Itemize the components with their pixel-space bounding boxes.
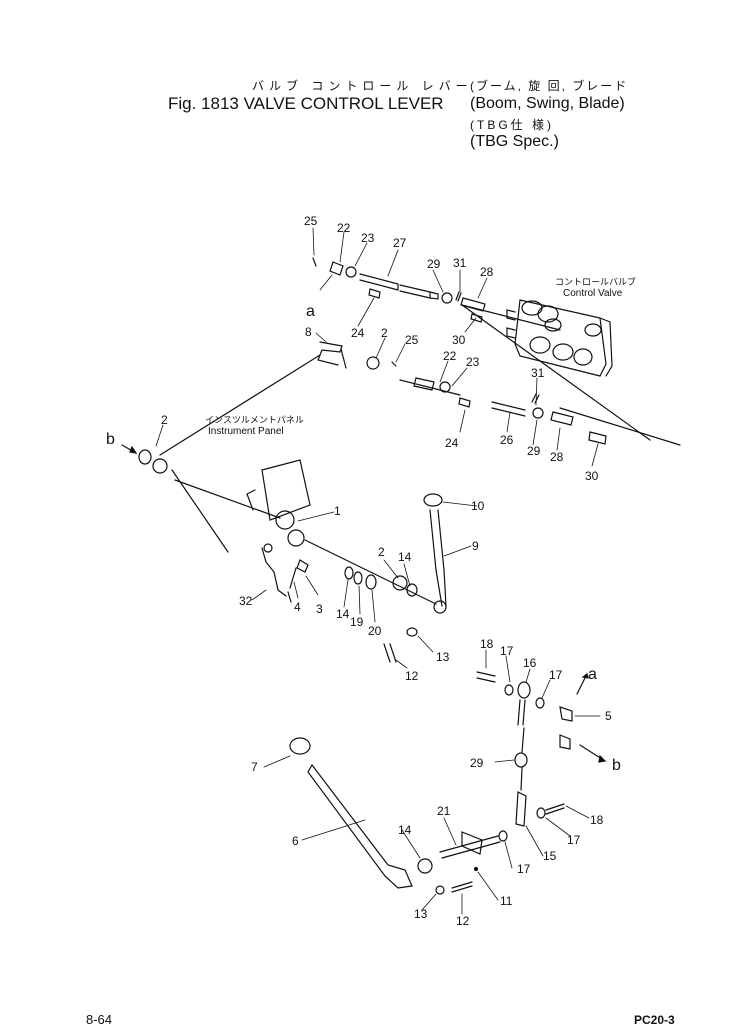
part-label: 13: [436, 650, 450, 664]
en-subtitle-1: (Boom, Swing, Blade): [470, 95, 625, 112]
left-bushing-group: [121, 444, 168, 474]
lever-handle-group: [289, 493, 447, 663]
part-label: 18: [480, 637, 494, 651]
part-number-labels: 25 22 23 27 29 31 28 a 24 30 8 2 25 22 2…: [106, 214, 621, 928]
part-label: 27: [393, 236, 407, 250]
part-label: 18: [590, 813, 604, 827]
part-label: 28: [550, 450, 564, 464]
arrow-label-a: a: [306, 303, 315, 320]
part-label: 28: [480, 265, 494, 279]
part-label: 12: [405, 669, 419, 683]
part-label: 19: [350, 615, 364, 629]
instrument-panel-bracket: [171, 459, 311, 603]
part-label: 17: [567, 833, 581, 847]
part-label: 17: [549, 668, 563, 682]
model-code: PC20-3: [634, 1013, 675, 1027]
upper-linkage-group: [312, 257, 651, 441]
arrow-label-b: b: [612, 757, 621, 774]
part-label: 7: [251, 760, 258, 774]
jp-subtitle-1: (ブーム, 旋 回, ブレード: [470, 79, 629, 93]
control-valve-en-label: Control Valve: [563, 288, 623, 299]
part-label: 12: [456, 914, 470, 928]
part-label: 30: [452, 333, 466, 347]
part-label: 2: [378, 545, 385, 559]
part-label: 14: [336, 607, 350, 621]
part-label: 4: [294, 600, 301, 614]
part-label: 14: [398, 550, 412, 564]
lower-lever-group: [289, 737, 508, 895]
part-label: 29: [427, 257, 441, 271]
part-label: 30: [585, 469, 599, 483]
part-label: 17: [500, 644, 514, 658]
part-label: 32: [239, 594, 253, 608]
part-label: 8: [305, 325, 312, 339]
part-label: 1: [334, 504, 341, 518]
instrument-panel-jp-label: インスツルメントパネル: [205, 415, 304, 425]
part-label: 2: [161, 413, 168, 427]
middle-linkage-group: [159, 341, 681, 456]
part-label: 2: [381, 326, 388, 340]
part-label: 20: [368, 624, 382, 638]
part-label: 13: [414, 907, 428, 921]
part-label: 22: [337, 221, 351, 235]
figure-title: Fig. 1813 VALVE CONTROL LEVER: [168, 94, 444, 113]
lower-right-linkage-group: [476, 671, 607, 827]
part-label: 9: [472, 539, 479, 553]
jp-subtitle-2: (TBG仕 様): [470, 118, 554, 132]
part-label: 31: [453, 256, 467, 270]
part-label: 10: [471, 499, 485, 513]
arrow-label-b: b: [106, 431, 115, 448]
part-label: 14: [398, 823, 412, 837]
part-label: 21: [437, 804, 451, 818]
part-label: 25: [405, 333, 419, 347]
part-label: 17: [517, 862, 531, 876]
part-label: 26: [500, 433, 514, 447]
instrument-panel-en-label: Instrument Panel: [208, 426, 284, 437]
part-label: 24: [445, 436, 459, 450]
part-label: 25: [304, 214, 318, 228]
control-valve-drawing: [506, 299, 613, 377]
part-label: 23: [361, 231, 375, 245]
part-label: 3: [316, 602, 323, 616]
leader-lines: [155, 227, 601, 915]
part-label: 29: [470, 756, 484, 770]
part-label: 16: [523, 656, 537, 670]
page-number: 8-64: [86, 1012, 113, 1027]
part-label: 6: [292, 834, 299, 848]
part-label: 15: [543, 849, 557, 863]
part-label: 11: [500, 894, 513, 908]
part-label: 23: [466, 355, 480, 369]
part-label: 5: [605, 709, 612, 723]
part-label: 29: [527, 444, 541, 458]
part-label: 22: [443, 349, 457, 363]
part-label: 31: [531, 366, 545, 380]
part-label: 24: [351, 326, 365, 340]
control-valve-jp-label: コントロールバルブ: [555, 277, 637, 287]
en-subtitle-2: (TBG Spec.): [470, 133, 559, 150]
arrow-label-a: a: [588, 666, 597, 683]
jp-title: バルブ コントロール レバー: [252, 79, 473, 93]
